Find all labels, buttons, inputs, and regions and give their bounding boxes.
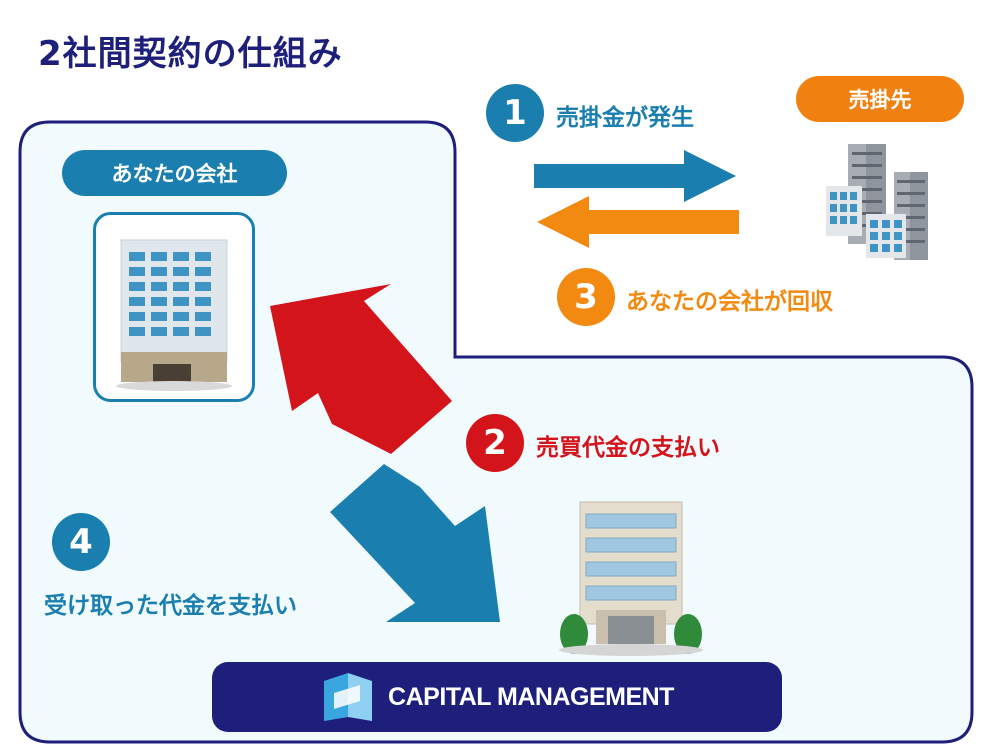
step-4-label: 受け取った代金を支払い <box>44 593 297 619</box>
step-4-number: 4 <box>52 513 110 571</box>
step-1-number: 1 <box>486 84 544 142</box>
logo-text: CAPITAL MANAGEMENT <box>388 682 674 711</box>
arrow-from-customer <box>537 196 739 248</box>
step-2-number: 2 <box>466 414 524 472</box>
step-3-number: 3 <box>557 268 615 326</box>
arrow-to-customer <box>534 150 736 202</box>
step-1-label: 売掛金が発生 <box>556 105 694 131</box>
factoring-building-icon <box>559 501 703 656</box>
capital-management-logo: CAPITAL MANAGEMENT <box>212 662 782 732</box>
logo-mark-icon <box>324 673 373 721</box>
company-building-icon <box>93 212 255 402</box>
step-3-label: あなたの会社が回収 <box>626 289 833 315</box>
customer-buildings-icon <box>826 144 928 260</box>
company-label: あなたの会社 <box>62 150 287 196</box>
customer-label: 売掛先 <box>796 76 964 122</box>
step-2-label: 売買代金の支払い <box>536 435 720 461</box>
page-title: 2社間契約の仕組み <box>38 34 343 74</box>
